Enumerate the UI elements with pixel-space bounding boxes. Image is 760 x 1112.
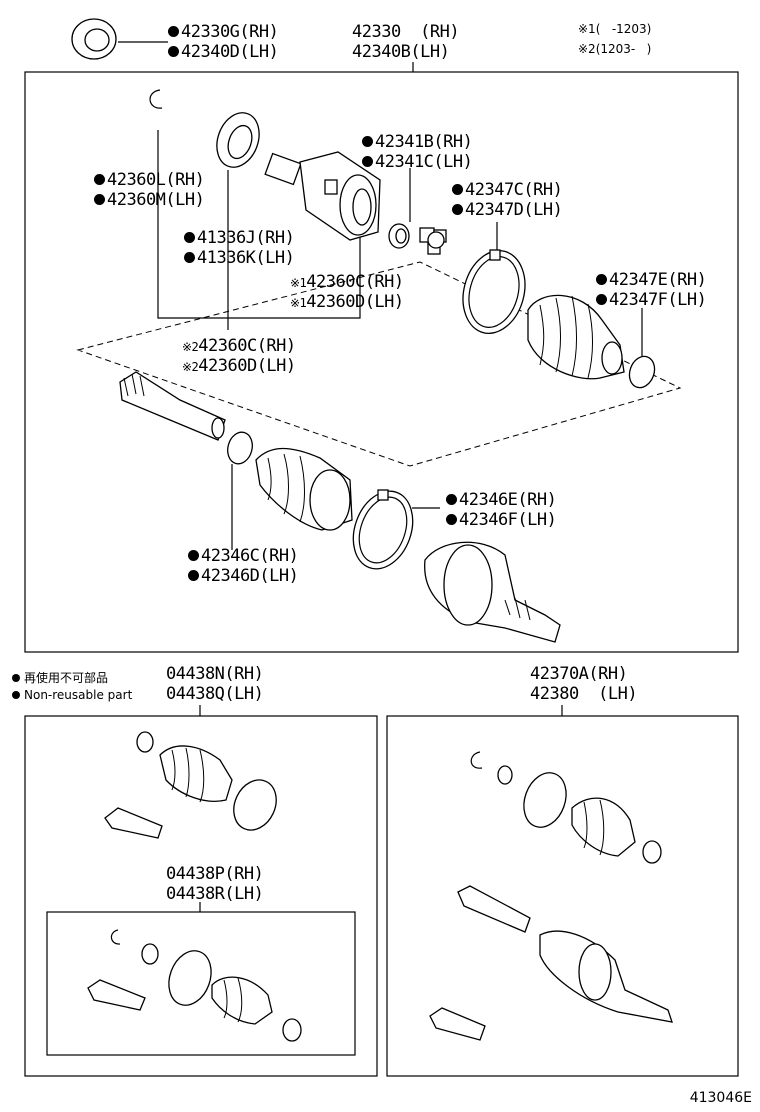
non-reusable-dot-icon [188,550,199,561]
inner-small-band [628,308,656,389]
legend-en: Non-reusable part [12,687,132,703]
dashed-group [76,261,682,467]
kit1-label-lh: 04438Q(LH) [166,684,264,704]
outer-small-band [227,431,253,550]
kit2-label-lh: 04438R(LH) [166,884,264,904]
seal-label-lh: 42340D(LH) [168,42,279,62]
band-big-label-rh: 42347C(RH) [452,180,563,200]
outer-boot [255,447,353,531]
assy-label-lh: 42340B(LH) [352,42,450,62]
clip-label-rh: 42360L(RH) [94,170,205,190]
shaft-assy-parts [429,751,673,1041]
joint1-label-rh: ※142360C(RH) [290,272,404,292]
shaft-label-lh: 42380 (LH) [530,684,638,704]
non-reusable-dot-icon [168,46,179,57]
inner-seal [216,112,260,168]
inner-seal-label-rh: 41336J(RH) [184,228,295,248]
outer-band-small-label-lh: 42346D(LH) [188,566,299,586]
non-reusable-dot-icon [168,26,179,37]
non-reusable-dot-icon [362,136,373,147]
tripod-ring [388,168,411,249]
seal-part [71,18,168,60]
kit-sub-frame [46,911,356,1056]
snap-ring [149,89,163,109]
outer-large-band [352,489,440,570]
non-reusable-dot-icon [94,194,105,205]
band-small-label-rh: 42347E(RH) [596,270,707,290]
non-reusable-dot-icon [184,252,195,263]
inner-boot-band [462,222,526,334]
non-reusable-dot-icon [188,570,199,581]
ring-label-lh: 42341C(LH) [362,152,473,172]
legend-jp: 再使用不可部品 [12,670,108,686]
assy-label-rh: 42330 (RH) [352,22,460,42]
outer-band-small-label-rh: 42346C(RH) [188,546,299,566]
joint1-label-lh: ※142360D(LH) [290,292,404,312]
seal-label-rh: 42330G(RH) [168,22,279,42]
kit2-parts [87,929,302,1042]
joint2-label-lh: ※242360D(LH) [182,356,296,376]
shaft-label-rh: 42370A(RH) [530,664,628,684]
non-reusable-dot-icon [452,204,463,215]
non-reusable-dot-icon [446,514,457,525]
diagram-code: 413046E [689,1090,752,1106]
band-big-label-lh: 42347D(LH) [452,200,563,220]
non-reusable-dot-icon [596,294,607,305]
main-frame [24,71,739,653]
joint2-label-rh: ※242360C(RH) [182,336,296,356]
outer-band-big-label-rh: 42346E(RH) [446,490,557,510]
non-reusable-dot-icon [12,674,20,682]
outer-band-big-label-lh: 42346F(LH) [446,510,557,530]
ring-label-rh: 42341B(RH) [362,132,473,152]
non-reusable-dot-icon [184,232,195,243]
kit2-label-rh: 04438P(RH) [166,864,264,884]
non-reusable-dot-icon [94,174,105,185]
non-reusable-dot-icon [12,691,20,699]
outer-joint [424,541,561,643]
non-reusable-dot-icon [452,184,463,195]
non-reusable-dot-icon [596,274,607,285]
band-small-label-lh: 42347F(LH) [596,290,707,310]
note-1: ※1( -1203) [578,22,652,36]
tripod [419,227,447,255]
non-reusable-dot-icon [362,156,373,167]
kit1-parts [104,731,277,839]
non-reusable-dot-icon [446,494,457,505]
inner-seal-label-lh: 41336K(LH) [184,248,295,268]
clip-label-lh: 42360M(LH) [94,190,205,210]
note-2: ※2(1203- ) [578,42,652,56]
inner-joint-housing [264,151,381,241]
kit-frame [24,715,378,1077]
drive-shaft [119,371,226,441]
inner-boot [527,294,625,380]
kit1-label-rh: 04438N(RH) [166,664,264,684]
